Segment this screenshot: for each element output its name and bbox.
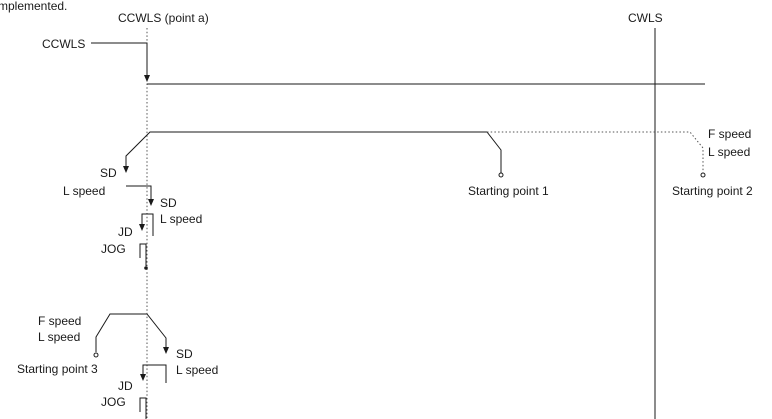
l-speed-label-top-right: L speed bbox=[708, 145, 750, 159]
jd-arrowhead-1 bbox=[139, 224, 145, 231]
starting-point-3-label: Starting point 3 bbox=[17, 362, 98, 376]
jd-label-1: JD bbox=[118, 225, 133, 239]
starting-point-3-profile bbox=[95, 313, 167, 352]
l-speed-return-path-1 bbox=[126, 185, 152, 203]
starting-point-1-marker bbox=[498, 172, 504, 178]
ccwls-label: CCWLS bbox=[42, 37, 85, 51]
jog-path-1 bbox=[139, 243, 147, 266]
starting-point-2-profile bbox=[487, 131, 704, 172]
sd-arrowhead-1 bbox=[148, 199, 154, 206]
f-speed-label-top: F speed bbox=[708, 127, 751, 141]
jd-label-2: JD bbox=[118, 379, 133, 393]
ccwls-point-a-label: CCWLS (point a) bbox=[118, 11, 209, 25]
jd-arrowhead-2 bbox=[140, 374, 146, 381]
starting-point-3-marker bbox=[93, 352, 99, 358]
f-speed-label-bottom: F speed bbox=[38, 314, 81, 328]
header-fragment-text: mplemented. bbox=[0, 0, 67, 13]
sd-label-1: SD bbox=[100, 166, 117, 180]
sd-arrowhead-top bbox=[123, 166, 129, 173]
l-speed-return-path-2 bbox=[141, 213, 154, 236]
jog-label-2: JOG bbox=[101, 395, 126, 409]
l-speed-label-2: L speed bbox=[160, 212, 202, 226]
starting-point-1-label: Starting point 1 bbox=[468, 184, 549, 198]
l-speed-label-bottom: L speed bbox=[38, 330, 80, 344]
starting-point-1-profile bbox=[125, 131, 502, 173]
jog-label-1: JOG bbox=[101, 242, 126, 256]
ccwls-pointer-arrowhead bbox=[144, 75, 150, 82]
starting-point-2-label: Starting point 2 bbox=[672, 184, 753, 198]
jog-end-dot-1 bbox=[144, 266, 148, 270]
l-speed-label-1: L speed bbox=[63, 184, 105, 198]
sd-arrowhead-bottom bbox=[163, 347, 169, 354]
starting-point-2-marker bbox=[700, 172, 706, 178]
sd-label-2: SD bbox=[160, 196, 177, 210]
sd-label-3: SD bbox=[176, 347, 193, 361]
cwls-label: CWLS bbox=[628, 11, 663, 25]
l-speed-label-3: L speed bbox=[176, 363, 218, 377]
jog-path-2 bbox=[139, 397, 147, 419]
ccwls-pointer-line bbox=[91, 42, 148, 78]
l-speed-return-path-3 bbox=[142, 364, 167, 383]
